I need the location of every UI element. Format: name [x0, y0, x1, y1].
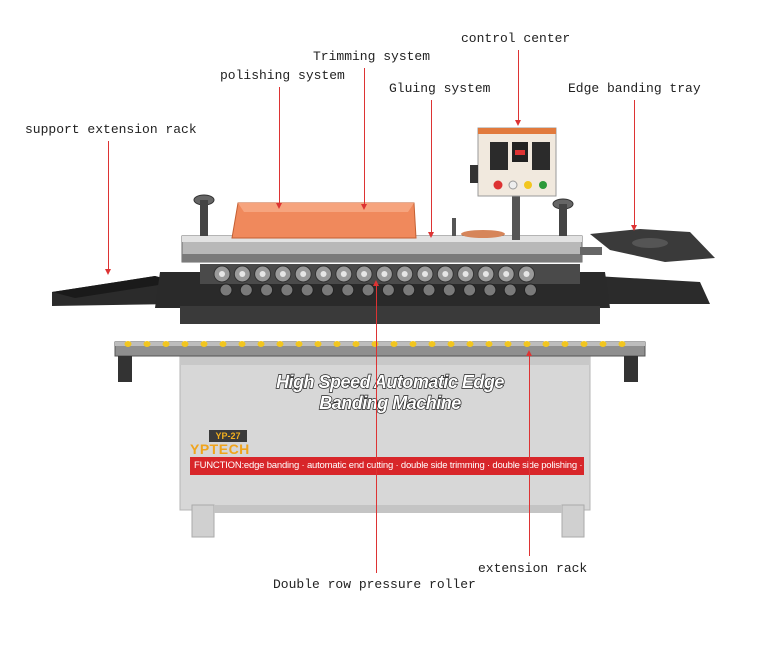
rail-roller — [390, 341, 398, 347]
rail-roller — [276, 341, 284, 347]
pressure-roller — [416, 265, 436, 297]
pressure-roller — [355, 265, 375, 297]
rail-roller — [485, 341, 493, 347]
label-extension-rack: extension rack — [478, 561, 588, 576]
rail-roller — [124, 341, 132, 347]
rail-roller — [466, 341, 474, 347]
label-trimming-system: Trimming system — [313, 49, 431, 64]
brand-name: YPTECH — [190, 441, 250, 457]
pressure-roller — [274, 265, 294, 297]
function-banner: FUNCTION:edge banding · automatic end cu… — [190, 457, 584, 475]
leader-polishing-system — [279, 87, 280, 203]
pressure-roller — [315, 265, 334, 297]
leader-trimming-system — [364, 68, 365, 204]
leader-support-extension-rack — [108, 141, 109, 269]
rail-roller — [504, 341, 512, 347]
rail-roller — [599, 341, 607, 347]
label-gluing-system: Gluing system — [389, 81, 491, 96]
arrow-gluing-system — [428, 232, 434, 238]
rail-roller — [200, 341, 208, 347]
leader-gluing-system — [431, 100, 432, 232]
adjustment-wheels — [193, 194, 574, 236]
pressure-roller — [497, 265, 517, 297]
rail-roller — [561, 341, 569, 347]
right-support-table — [595, 276, 710, 304]
rail-roller — [428, 341, 436, 347]
pressure-roller — [233, 265, 253, 297]
rail-roller — [371, 341, 379, 347]
arrow-support-extension-rack — [105, 269, 111, 275]
machine-title: High Speed Automatic Edge Banding Machin… — [275, 371, 505, 413]
rail-roller — [352, 341, 360, 347]
model-badge: YP-27 — [209, 430, 247, 442]
leader-extension-rack — [529, 356, 530, 556]
arrow-polishing-system — [276, 203, 282, 209]
machine-cabinet — [179, 354, 591, 538]
rail-roller — [580, 341, 588, 347]
pressure-roller — [436, 265, 456, 297]
leader-edge-banding-tray — [634, 100, 635, 225]
label-double-row-pressure-roller: Double row pressure roller — [273, 577, 476, 592]
rail-roller — [523, 341, 531, 347]
rail-roller — [333, 341, 341, 347]
glue-pot — [452, 218, 505, 238]
arrow-extension-rack — [526, 350, 532, 356]
edge-banding-tray — [580, 229, 715, 262]
rail-roller — [295, 341, 303, 347]
rail-roller — [618, 341, 626, 347]
leader-double-row-pressure-roller — [376, 286, 377, 573]
orange-cover — [231, 202, 417, 239]
rail-roller — [542, 341, 550, 347]
label-polishing-system: polishing system — [220, 68, 345, 83]
pressure-roller — [294, 265, 314, 297]
rail-roller — [162, 341, 170, 347]
arrow-edge-banding-tray — [631, 225, 637, 231]
pressure-roller — [375, 265, 395, 297]
rail-roller — [181, 341, 189, 347]
label-control-center: control center — [461, 31, 571, 46]
arrow-control-center — [515, 120, 521, 126]
rail-roller — [257, 341, 265, 347]
rail-roller — [314, 341, 322, 347]
pressure-roller — [477, 265, 497, 297]
leader-control-center — [518, 50, 519, 120]
rail-roller — [219, 341, 227, 347]
rail-roller — [409, 341, 417, 347]
label-support-extension-rack: support extension rack — [25, 122, 197, 137]
arrow-double-row-pressure-roller — [373, 280, 379, 286]
pressure-roller — [457, 265, 477, 297]
left-support-table — [52, 276, 178, 306]
pressure-roller — [335, 265, 355, 297]
front-roller-rail — [114, 341, 646, 382]
control-box — [470, 127, 557, 240]
rail-roller — [143, 341, 151, 347]
rail-roller — [447, 341, 455, 347]
pressure-roller — [254, 265, 274, 297]
label-edge-banding-tray: Edge banding tray — [568, 81, 701, 96]
pressure-roller — [396, 265, 416, 297]
pressure-roller — [213, 265, 233, 297]
rail-roller — [238, 341, 246, 347]
arrow-trimming-system — [361, 204, 367, 210]
pressure-roller — [518, 265, 537, 297]
